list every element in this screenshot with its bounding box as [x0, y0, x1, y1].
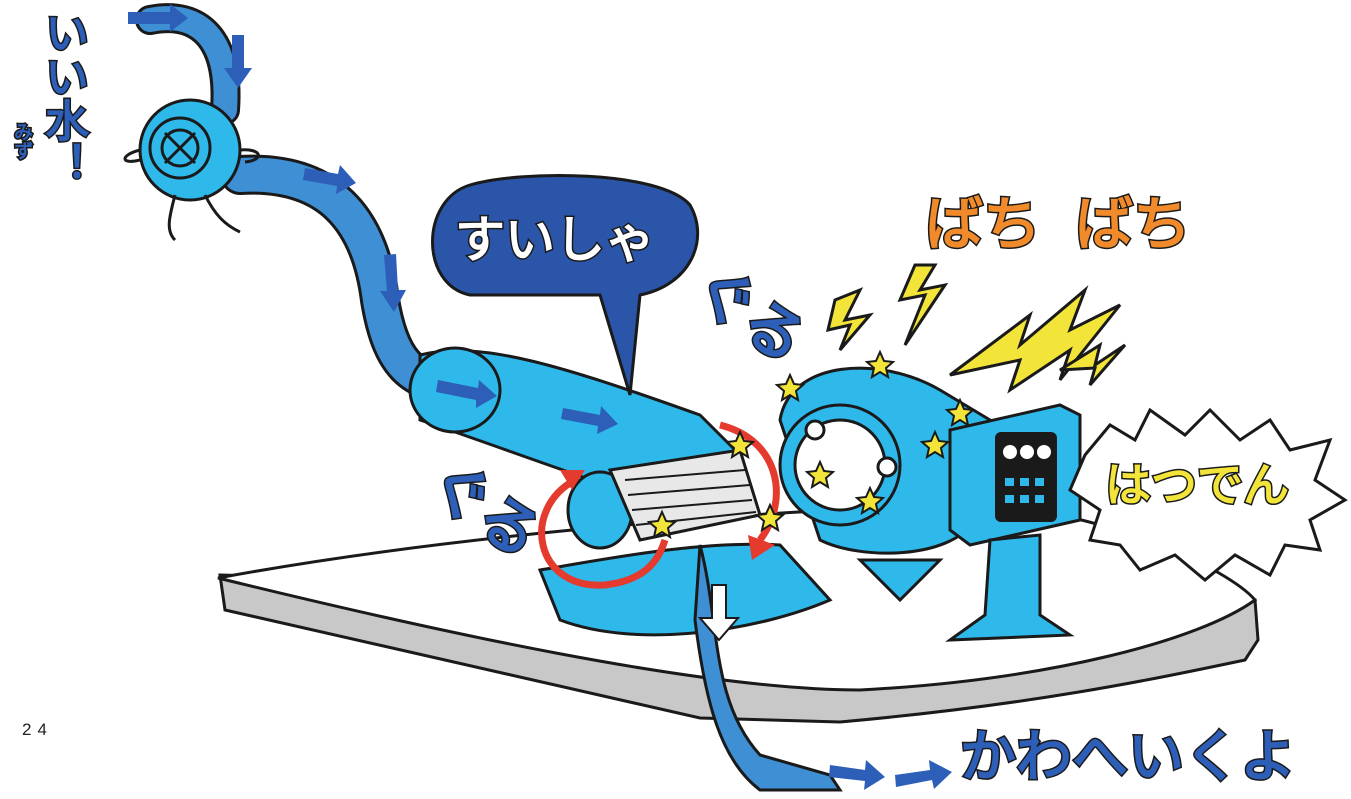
kawa-he-iku-yo-label: かわへいくよ — [960, 730, 1296, 786]
mizu-reading-label: みず — [12, 122, 31, 160]
suisha-label: すいしゃ — [455, 215, 655, 265]
good-water-label: いい水！ — [40, 10, 84, 186]
bachi-label-2: ばち — [1075, 195, 1191, 253]
hatsuden-label: はつでん — [1105, 462, 1289, 508]
page-number: 24 — [22, 720, 53, 740]
bachi-label-1: ばち — [925, 195, 1041, 253]
water-pipe — [150, 18, 460, 385]
